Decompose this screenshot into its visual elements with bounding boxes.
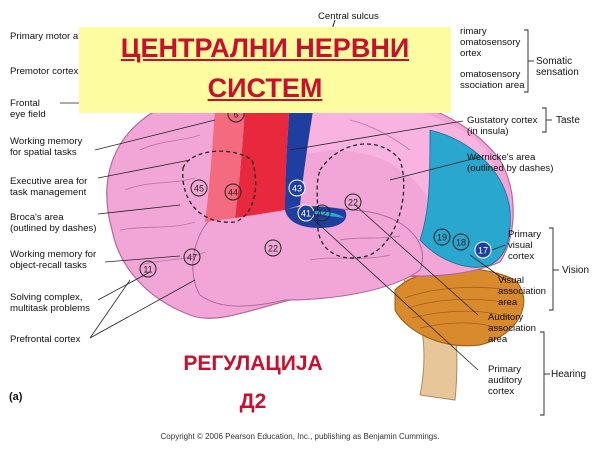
- premotor-cortex: [205, 105, 245, 222]
- brocas-area-outline: [182, 150, 257, 223]
- svg-text:22: 22: [268, 244, 278, 254]
- right-label-3: Wernicke's area(outlined by dashes): [467, 152, 554, 174]
- svg-text:42: 42: [317, 209, 327, 219]
- left-label-7: Solving complex,multitask problems: [10, 292, 90, 314]
- area-number-19-8: 19: [433, 228, 451, 246]
- right-label-2: Gustatory cortex(in insula): [467, 115, 538, 137]
- svg-text:17: 17: [478, 246, 488, 256]
- panel-letter: (a): [9, 391, 23, 403]
- area-number-45-1: 45: [190, 179, 208, 197]
- left-label-5: Broca's area(outlined by dashes): [10, 212, 97, 234]
- area-number-47-11: 47: [183, 248, 201, 266]
- group-label-1: Taste: [556, 115, 580, 126]
- motor-cortex: [235, 100, 290, 218]
- title-line-1: ЦЕНТРАЛНИ НЕРВНИ: [120, 33, 410, 63]
- label-central-sulcus: Central sulcus: [318, 11, 379, 22]
- title-line-2: СИСТЕМ: [207, 73, 323, 103]
- visual-cortex: [419, 129, 511, 268]
- copyright-line: Copyright © 2006 Pearson Education, Inc.…: [160, 432, 440, 441]
- svg-text:44: 44: [228, 188, 238, 198]
- svg-text:19: 19: [437, 233, 447, 243]
- group-label-2: Vision: [562, 265, 590, 276]
- subtitle-line-1: РЕГУЛАЦИЈА: [183, 352, 323, 375]
- title-box: ЦЕНТРАЛНИ НЕРВНИ СИСТЕМ: [79, 27, 451, 113]
- svg-text:6: 6: [233, 110, 238, 120]
- wernickes-area-outline: [316, 143, 405, 259]
- area-number-17-10: 17: [474, 241, 492, 259]
- area-number-11-12: 11: [139, 260, 157, 278]
- area-number-18-9: 18: [452, 233, 470, 251]
- area-number-43-3: 43: [288, 179, 306, 197]
- area-number-41-4: 41: [297, 204, 315, 222]
- svg-text:18: 18: [456, 238, 466, 248]
- subtitle-line-2: Д2: [239, 390, 267, 413]
- svg-text:41: 41: [301, 209, 311, 219]
- area-number-22-6: 22: [344, 193, 362, 211]
- left-label-8: Prefrontal cortex: [10, 334, 81, 345]
- group-label-3: Hearing: [551, 369, 587, 380]
- svg-text:22: 22: [348, 198, 358, 208]
- svg-text:11: 11: [143, 265, 152, 275]
- left-label-0: Primary motor a: [10, 31, 79, 42]
- area-number-22-7: 22: [264, 239, 282, 257]
- svg-text:45: 45: [194, 184, 204, 194]
- area-number-42-5: 42: [313, 204, 331, 222]
- left-label-1: Premotor cortex: [10, 66, 79, 77]
- svg-text:47: 47: [187, 253, 197, 263]
- area-number-44-2: 44: [224, 183, 242, 201]
- svg-text:43: 43: [292, 184, 302, 194]
